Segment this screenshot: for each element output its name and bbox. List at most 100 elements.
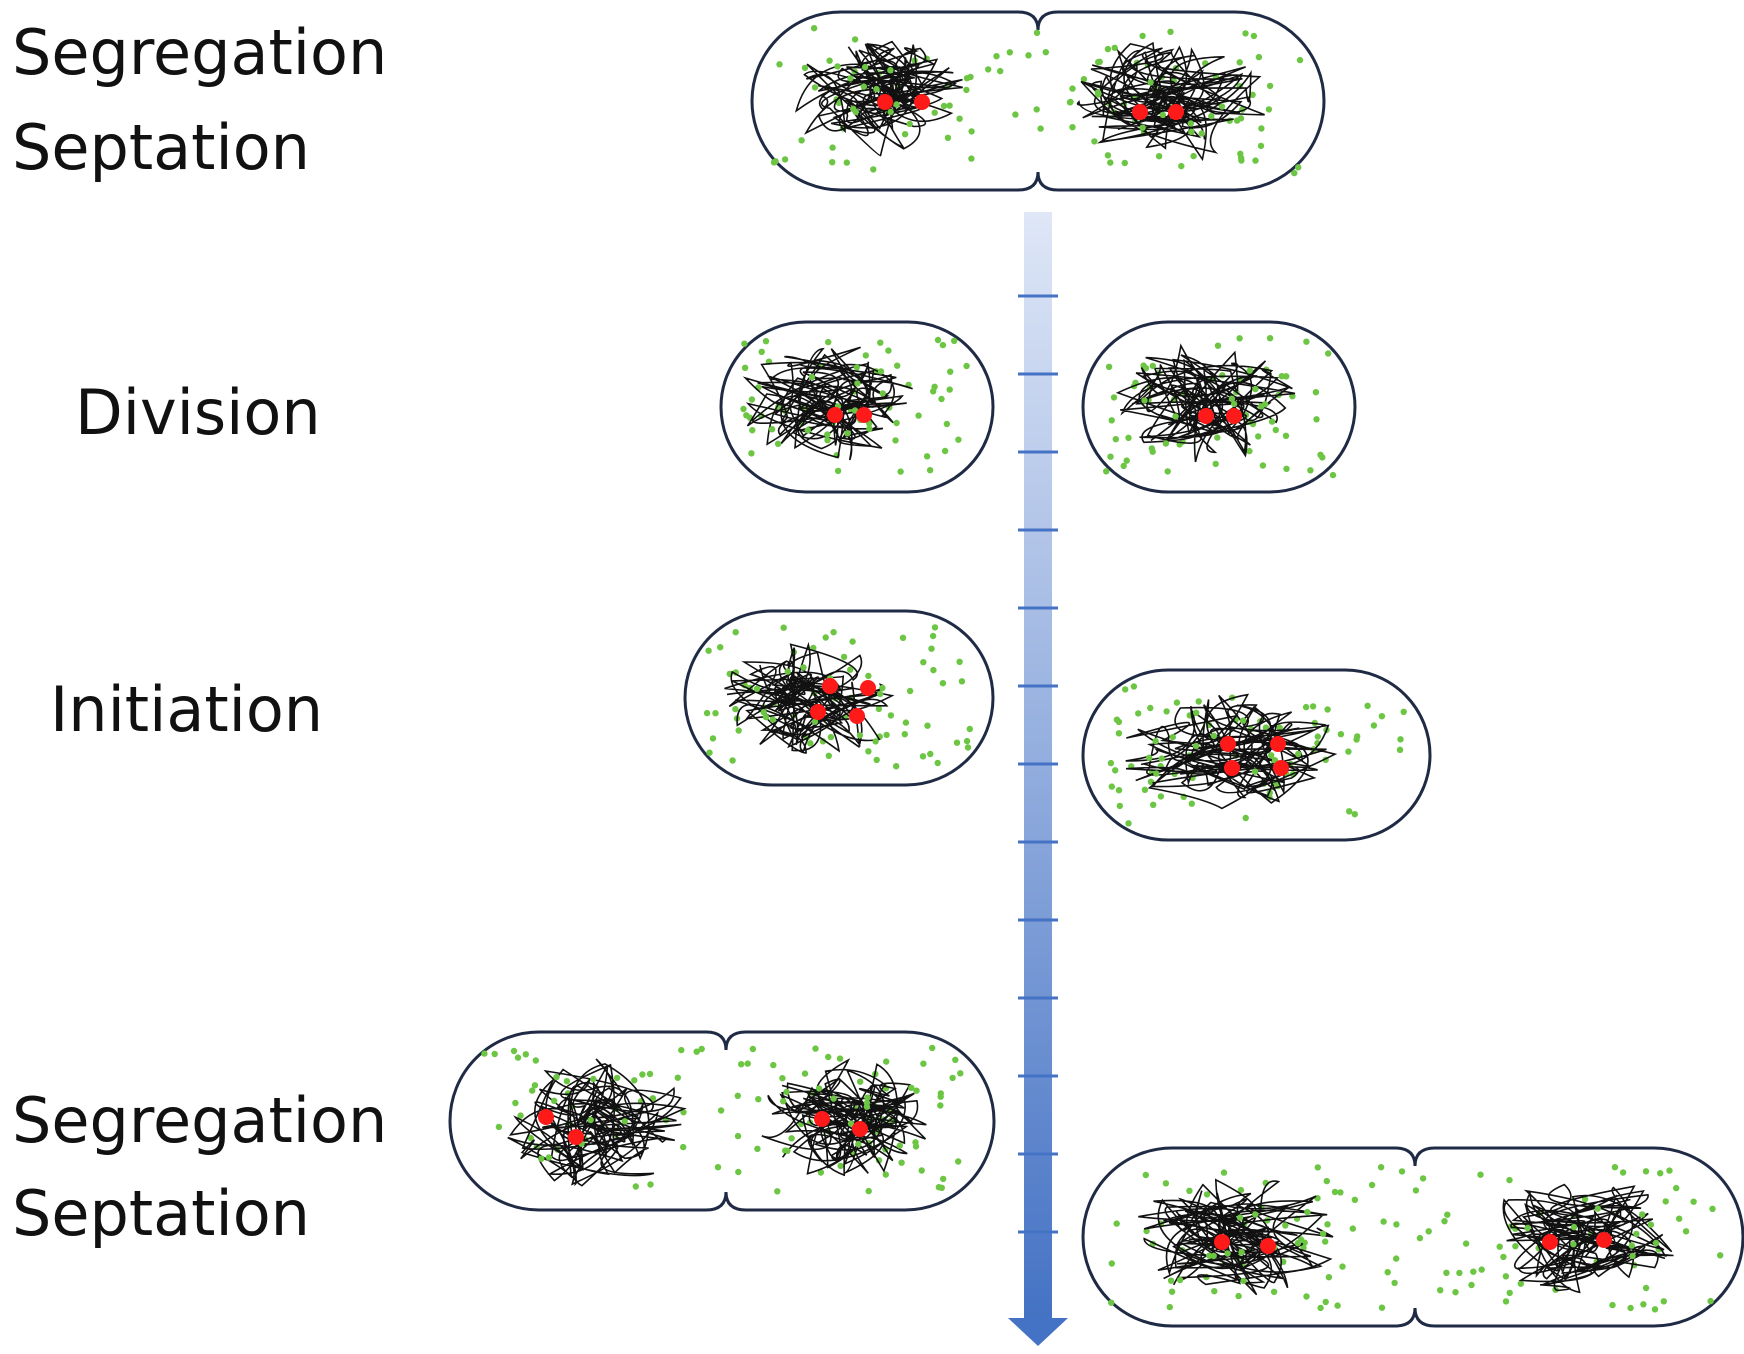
green-dot: [1110, 394, 1118, 401]
green-dot: [1324, 706, 1331, 713]
stage-label-division: Division: [75, 376, 321, 449]
green-dot: [920, 659, 927, 666]
green-dot: [826, 57, 833, 64]
green-dot: [1262, 724, 1270, 731]
green-dot: [1397, 736, 1404, 743]
green-dot: [1112, 767, 1119, 774]
green-dot: [1594, 1205, 1602, 1212]
green-dot: [1640, 1301, 1647, 1308]
green-dot: [1502, 1273, 1510, 1280]
green-dot: [1437, 1287, 1444, 1294]
green-dot: [712, 710, 719, 717]
green-dot: [770, 1061, 777, 1069]
green-dot: [1210, 732, 1218, 739]
green-dot: [1012, 111, 1019, 118]
green-dot: [938, 395, 945, 403]
green-dot: [1166, 1303, 1174, 1311]
green-dot: [923, 453, 931, 460]
green-dot: [893, 101, 900, 108]
green-dot: [1067, 98, 1074, 106]
green-dot: [1295, 750, 1302, 758]
green-dot: [1033, 106, 1040, 113]
green-dot: [899, 634, 907, 641]
green-dot: [856, 732, 864, 739]
green-dot: [1208, 112, 1215, 120]
green-dot: [776, 61, 783, 68]
green-dot: [1104, 45, 1112, 53]
green-dot: [852, 108, 859, 116]
green-dot: [1251, 768, 1259, 775]
green-dot: [1193, 709, 1200, 716]
green-dot: [924, 722, 931, 729]
green-dot: [1159, 111, 1167, 119]
green-dot: [1240, 1277, 1247, 1285]
green-dot: [1384, 1269, 1391, 1276]
green-dot: [1270, 1288, 1278, 1296]
green-dot: [963, 362, 970, 370]
green-dot: [853, 364, 860, 371]
green-dot: [1220, 1169, 1228, 1176]
green-dot: [1398, 1168, 1406, 1175]
green-dot: [734, 1132, 742, 1140]
stage-label-top-segregation: Segregation: [12, 16, 388, 89]
green-dot: [1172, 413, 1179, 420]
green-dot: [678, 1046, 685, 1054]
green-dot: [755, 1096, 762, 1103]
green-dot: [1080, 76, 1088, 83]
cell-top-septating: [750, 10, 1326, 192]
green-dot: [955, 436, 962, 443]
green-dot: [1096, 58, 1103, 65]
green-dot: [968, 128, 975, 135]
green-dot: [1325, 1274, 1333, 1281]
green-dot: [1295, 164, 1302, 171]
green-dot: [1278, 373, 1286, 380]
green-dot: [632, 1183, 639, 1190]
green-dot: [860, 83, 867, 90]
green-dot: [1339, 1263, 1346, 1270]
green-dot: [1170, 77, 1178, 85]
green-dot: [844, 430, 851, 437]
green-dot: [788, 1135, 795, 1142]
green-dot: [1265, 106, 1273, 113]
green-dot: [1377, 1164, 1385, 1171]
green-dot: [901, 131, 909, 138]
green-dot: [1268, 418, 1276, 425]
green-dot: [855, 1140, 862, 1148]
green-dot: [825, 1053, 832, 1061]
green-dot: [1135, 710, 1142, 717]
green-dot: [830, 1095, 837, 1102]
green-dot: [901, 731, 908, 738]
green-dot: [1506, 1289, 1513, 1297]
green-dot: [768, 426, 776, 433]
green-dot: [1517, 1280, 1525, 1287]
chromosome-tangle: [1125, 693, 1338, 810]
green-dot: [1324, 1221, 1331, 1228]
green-dot: [929, 1044, 936, 1052]
green-dot: [804, 427, 811, 434]
red-dot: [810, 704, 826, 720]
green-dot: [851, 36, 859, 43]
green-dot: [800, 664, 807, 671]
green-dot: [887, 67, 894, 74]
green-dot: [680, 1109, 687, 1116]
green-dot: [1006, 49, 1013, 56]
green-dot: [1069, 124, 1076, 131]
green-dot: [1252, 1211, 1259, 1218]
green-dot: [834, 63, 841, 70]
green-dot: [1639, 1211, 1646, 1218]
green-dot: [902, 719, 910, 726]
green-dot: [717, 644, 724, 651]
green-dot: [748, 396, 756, 403]
green-dot: [1276, 724, 1283, 731]
green-dot: [1690, 1198, 1697, 1205]
cell-initiation-right: [1081, 668, 1432, 842]
green-dot: [1228, 395, 1236, 402]
green-dot: [1178, 162, 1185, 170]
green-dot: [1322, 1238, 1329, 1245]
green-dot: [1130, 683, 1138, 690]
green-dot: [1238, 157, 1245, 164]
green-dot: [1187, 120, 1195, 127]
green-dot: [1303, 1293, 1310, 1300]
red-dot: [852, 1121, 868, 1137]
